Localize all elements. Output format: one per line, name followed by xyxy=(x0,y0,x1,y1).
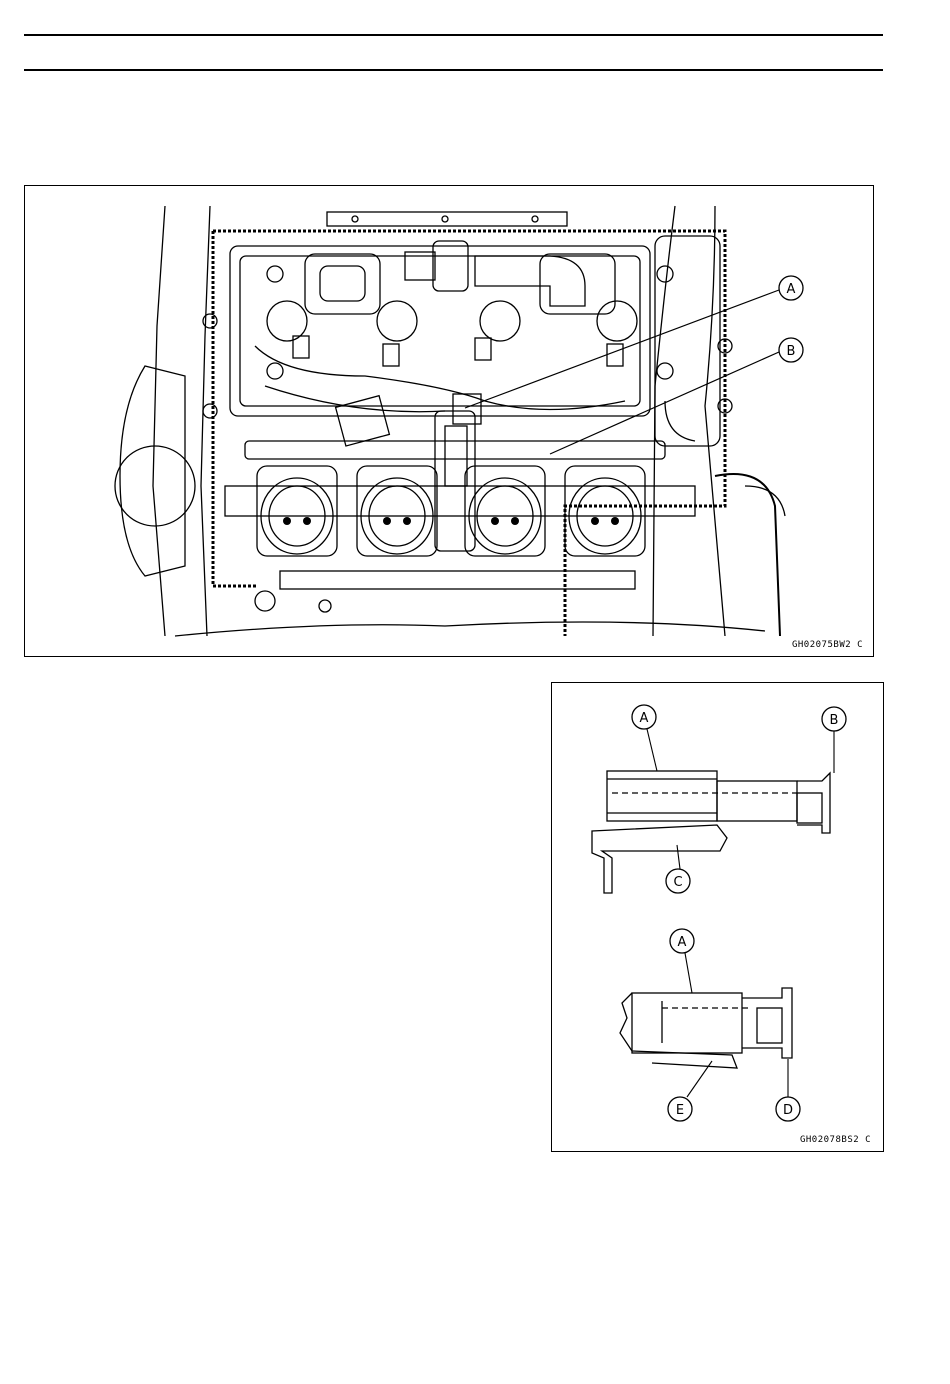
figure-code: GH02075BW2 C xyxy=(792,640,863,650)
callout-a-label: A xyxy=(787,282,796,297)
engine-illustration: A B xyxy=(25,186,874,657)
callout-b-label: B xyxy=(830,713,839,728)
callout-c-label: C xyxy=(673,875,682,890)
figure-code: GH02078BS2 C xyxy=(800,1135,871,1145)
callout-a-bottom-label: A xyxy=(678,935,687,950)
callout-b-label: B xyxy=(787,344,796,359)
header-rule-top xyxy=(24,34,883,36)
callout-a-top-label: A xyxy=(640,711,649,726)
bolt-detail-figure: A B C A D E GH02078BS2 C xyxy=(551,682,884,1152)
bolt-detail-illustration: A B C A D E xyxy=(552,683,884,1152)
engine-throttle-body-figure: A B GH02075BW2 C xyxy=(24,185,874,657)
callout-d-label: D xyxy=(783,1103,793,1118)
leader-b xyxy=(550,352,779,454)
callout-e-label: E xyxy=(676,1103,684,1118)
header-rule-bottom xyxy=(24,69,883,71)
